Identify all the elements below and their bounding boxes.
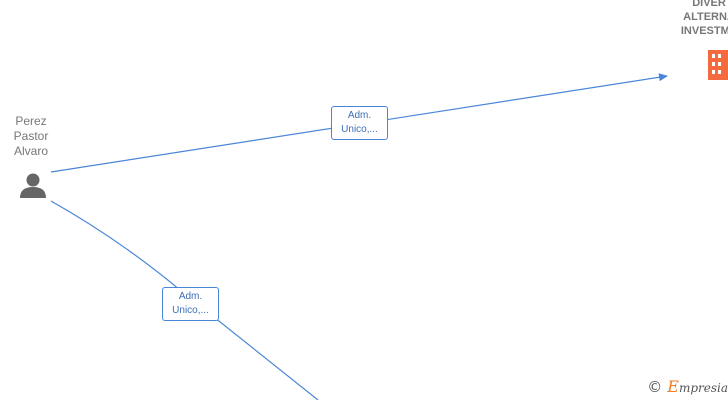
empresia-logo: ©Empresia	[647, 377, 728, 396]
edge-label-bottom[interactable]: Adm. Unico,...	[162, 287, 219, 321]
person-icon[interactable]	[20, 173, 46, 199]
person-label[interactable]: Perez Pastor Alvaro	[13, 114, 49, 158]
brand-initial: E	[667, 377, 679, 396]
brand-name-rest: mpresia	[678, 381, 728, 395]
company-label[interactable]: DIVER ALTERNA INVESTME	[680, 0, 728, 37]
building-icon[interactable]	[708, 50, 728, 80]
edge-label-top[interactable]: Adm. Unico,...	[331, 106, 388, 140]
copyright-symbol: ©	[647, 378, 663, 396]
edge-line-to-offscreen	[50, 200, 319, 400]
